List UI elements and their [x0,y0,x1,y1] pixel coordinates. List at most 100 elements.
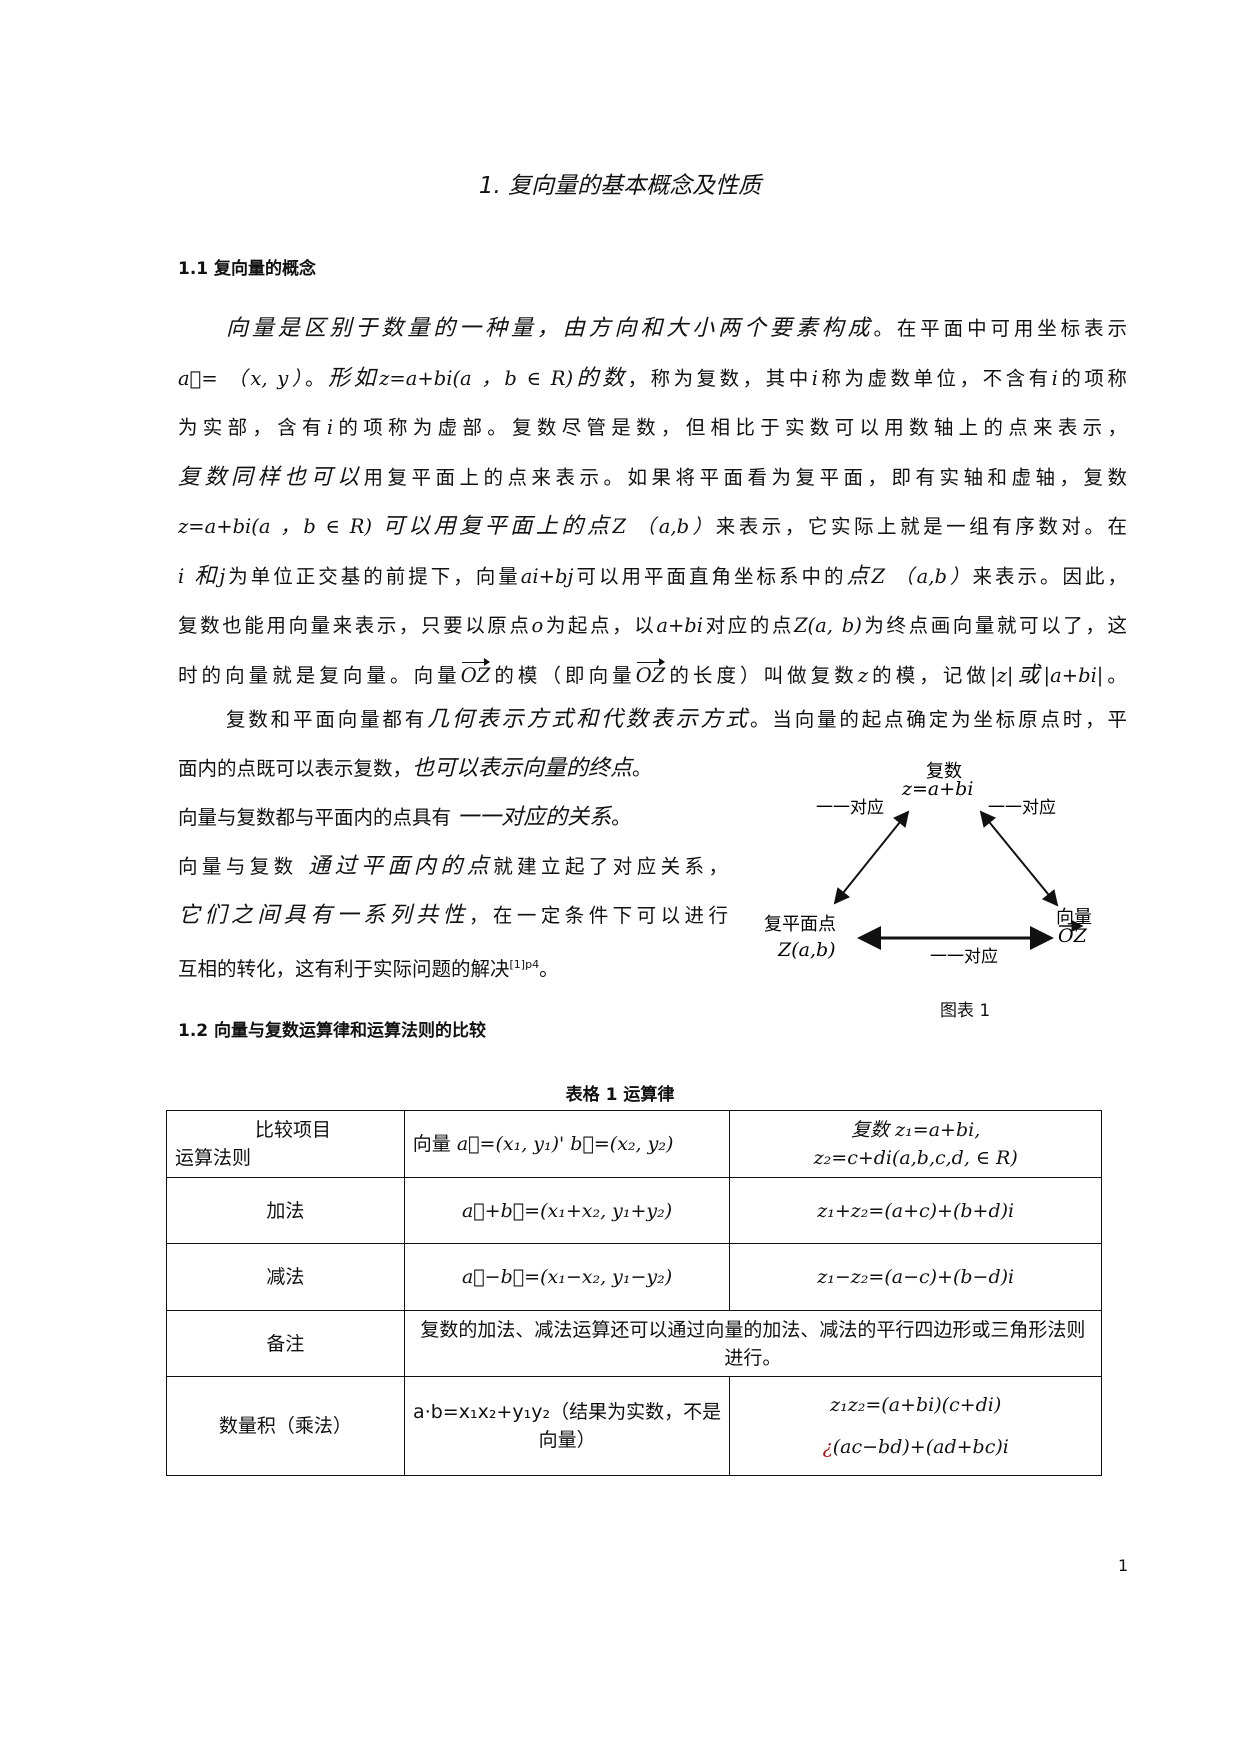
emphasis-text: 几何表示方式和代数表示方式 [427,707,751,732]
table-row: 加法 a⃗+b⃗=(x₁+x₂, y₁+y₂) z₁+z₂=(a+c)+(b+d… [166,1177,1102,1244]
table-header-row: 比较项目 运算法则 向量 a⃗=(x₁, y₁)' b⃗=(x₂, y₂) 复数… [166,1110,1102,1178]
emphasis-text: 复数同样也可以 [178,465,364,490]
page-number: 1 [1118,1556,1129,1575]
row-vector-formula: a·b=x₁x₂+y₁y₂（结果为实数，不是向量） [403,1376,731,1476]
math-text: z=a+bi(a ，b ∈ R) [178,515,373,538]
header-vector-label: 向量 [412,1133,451,1155]
text: 。 [305,367,329,390]
table-row: 备注 复数的加法、减法运算还可以通过向量的加法、减法的平行四边形或三角形法则进行… [166,1310,1103,1377]
math-text: |a+bi| [1043,664,1104,687]
text: ，在一定条件下可以进行 [468,904,728,927]
text: 时的向量就是复向量。向量 [178,664,461,687]
math-text: |z| [990,664,1014,687]
row-name: 加法 [166,1177,405,1244]
text-line: 它们之间具有一系列共性，在一定条件下可以进行 [178,901,728,931]
emphasis-text: 一一对应的关系 [457,805,612,830]
text: 。在平面中可用坐标表示 [873,317,1127,340]
math-text: Z （a,b） [612,515,716,538]
correspondence-diagram: 复数 z=a+bi 一一对应 一一对应 复平面点 Z(a,b) 向量 OZ 一一… [764,761,1092,967]
text-line: a⃗= （x, y）。形如z=a+bi(a ，b ∈ R)的数，称为复数，其中i… [178,364,1127,394]
table-row: 数量积（乘法） a·b=x₁x₂+y₁y₂（结果为实数，不是向量） z₁z₂=(… [166,1376,1102,1476]
text-line: 复数和平面向量都有几何表示方式和代数表示方式。当向量的起点确定为坐标原点时，平 [226,705,1127,735]
math-text: i [1051,367,1058,390]
arrow-right [979,810,1059,907]
text: 为单位正交基的前提下，向量 [225,565,521,588]
text: 为实部，含有 [178,416,327,439]
text: 。当向量的起点确定为坐标原点时，平 [750,708,1127,731]
header-compare-item: 比较项目 [255,1119,332,1141]
text-line: 复数也能用向量来表示，只要以原点o为起点，以a+bi对应的点Z(a, b)为终点… [178,611,1127,641]
table-caption: 表格 1 运算律 [565,1085,675,1105]
text: 的模（即向量 [490,664,636,687]
emphasis-text: 它们之间具有一系列共性 [178,903,469,928]
node-vector-formula: OZ [1058,925,1088,947]
header-vector-formula: a⃗=(x₁, y₁)' b⃗=(x₂, y₂) [456,1133,674,1155]
text: 对应的点 [703,614,794,637]
text: 称为虚数单位，不含有 [817,367,1052,390]
emphasis-text: 向量是区别于数量的一种量，由方向和大小两个要素构成 [226,316,874,341]
text: 可以用平面直角坐标系中的 [573,565,847,588]
text: 用复平面上的点来表示。如果将平面看为复平面，即有实轴和虚轴，复数 [363,466,1127,489]
row-name: 数量积（乘法） [166,1376,405,1476]
emphasis-text: 或 [1013,663,1044,688]
text: 。 [611,806,631,829]
emphasis-text: 形如 [328,366,380,391]
row-complex-line1: z₁z₂=(a+bi)(c+di) [830,1394,1002,1416]
row-name: 减法 [166,1243,405,1311]
emphasis-text: 可以用复平面上的点 [372,514,613,539]
document-title: 1. 复向量的基本概念及性质 [478,173,762,199]
vector-text: OZ [636,658,665,691]
section-heading-1-1: 1.1 复向量的概念 [178,259,317,279]
text-line: 互相的转化，这有利于实际问题的解决[1]p4。 [178,950,728,985]
section-heading-1-2: 1.2 向量与复数运算律和运算法则的比较 [178,1021,487,1041]
figure-caption: 图表 1 [940,1001,991,1021]
text-line: 时的向量就是复向量。向量OZ的模（即向量OZ的长度）叫做复数z的模，记做|z|或… [178,658,1127,691]
text: 为起点，以 [543,614,657,637]
row-vector-formula: a⃗−b⃗=(x₁−x₂, y₁−y₂) [403,1243,731,1311]
node-plane-point-label: 复平面点 [764,914,836,935]
row-vector-formula: a⃗+b⃗=(x₁+x₂, y₁+y₂) [403,1177,731,1244]
text: 复数和平面向量都有 [226,708,428,731]
header-complex-line1: 复数 z₁=a+bi, [851,1119,981,1141]
math-text: Z(a, b) [793,614,862,637]
text: 来表示，它实际上就是一组有序数对。在 [715,515,1127,538]
row-complex-mark: ¿ [822,1436,833,1458]
citation: [1]p4 [509,958,540,971]
math-text: z=a+bi(a ，b ∈ R) [379,367,574,390]
row-complex-line2: (ac−bd)+(ad+bc)i [832,1436,1009,1458]
text: 来表示。因此， [972,565,1127,588]
vector-text: OZ [461,658,490,691]
math-text: z [857,664,869,687]
header-complex-line2: z₂=c+di(a,b,c,d, ∈ R) [813,1147,1018,1169]
math-text: j [219,565,226,588]
emphasis-text: 点 [846,564,872,589]
text: 。 [1103,664,1127,687]
edge-left-label: 一一对应 [816,798,884,818]
text: ，称为复数，其中 [627,367,812,390]
math-text: i [178,565,185,588]
node-complex-label: 复数 [926,761,962,782]
math-text: ai+bj [520,565,574,588]
text: 的项称为虚部。复数尽管是数，但相比于实数可以用数轴上的点来表示， [333,416,1127,439]
math-text: Z （a,b） [871,565,973,588]
text-line: i 和j为单位正交基的前提下，向量ai+bj可以用平面直角坐标系中的点Z （a,… [178,562,1127,592]
edge-right-label: 一一对应 [988,798,1056,818]
emphasis-text: 也可以表示向量的终点 [412,756,633,781]
arrow-left [833,810,910,905]
text-line: 向量与复数 通过平面内的点就建立起了对应关系， [178,852,728,882]
text-line: 向量是区别于数量的一种量，由方向和大小两个要素构成。在平面中可用坐标表示 [226,314,1127,344]
math-text: i [811,367,818,390]
text: 向量与复数 [178,855,309,878]
math-text: a+bi [656,614,703,637]
text-line: 面内的点既可以表示复数，也可以表示向量的终点。 [178,754,728,784]
emphasis-text: 的数 [573,366,628,391]
header-operation-rule: 运算法则 [175,1147,252,1169]
text: 互相的转化，这有利于实际问题的解决 [178,957,510,981]
text-line: z=a+bi(a ，b ∈ R) 可以用复平面上的点Z （a,b）来表示，它实际… [178,512,1127,542]
text: 的长度）叫做复数 [665,664,858,687]
text: 。 [632,757,652,780]
row-note: 复数的加法、减法运算还可以通过向量的加法、减法的平行四边形或三角形法则进行。 [403,1310,1103,1377]
text: 为终点画向量就可以了，这 [861,614,1127,637]
text: 就建立起了对应关系， [493,855,728,878]
math-text: o [531,614,544,637]
